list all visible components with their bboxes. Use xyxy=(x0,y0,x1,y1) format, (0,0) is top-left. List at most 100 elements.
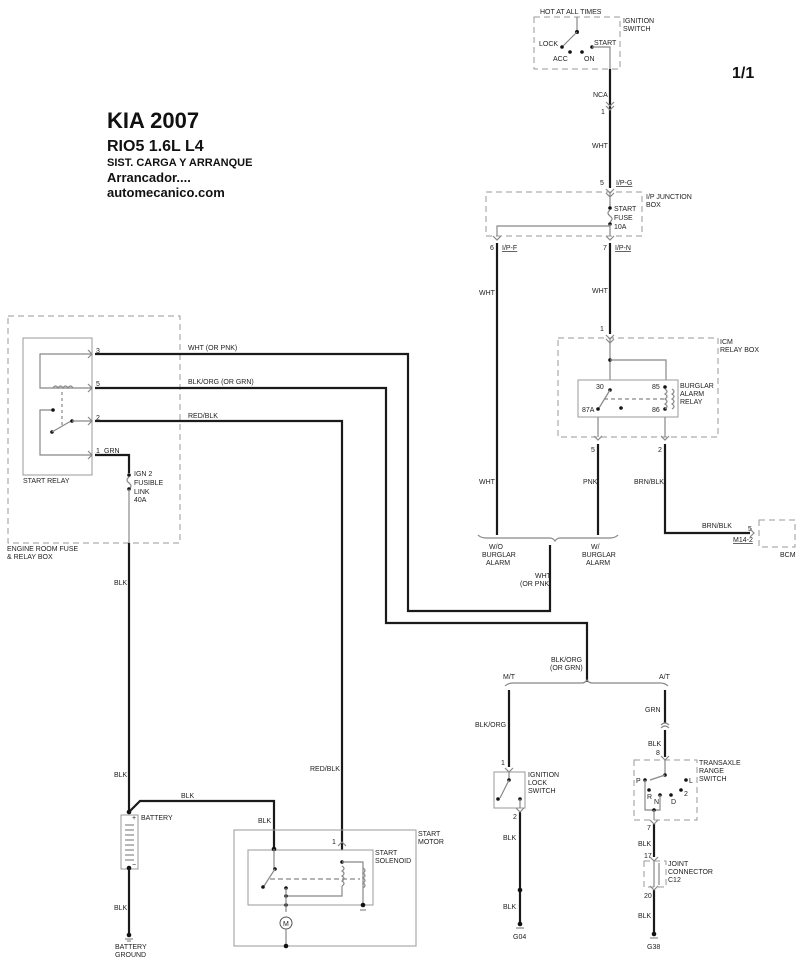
start-fuse-label-2: FUSE xyxy=(614,215,633,222)
wire-wht-left-label-2: WHT xyxy=(479,479,496,486)
ign-pin-1: 1 xyxy=(601,109,605,116)
trs-pos-n: N xyxy=(654,799,659,806)
wire-wht-left-label: WHT xyxy=(479,290,496,297)
trs-label-2: RANGE xyxy=(699,768,724,775)
wire-wht-label: WHT xyxy=(592,143,609,150)
pos-on: ON xyxy=(584,56,595,63)
ipj-pin-6: 6 xyxy=(490,245,494,252)
engine-room-box-outline xyxy=(7,315,181,544)
wire-wht-or-pnk xyxy=(95,352,552,613)
ground-g38-label: G38 xyxy=(647,944,660,951)
solenoid-label-1: START xyxy=(375,850,398,857)
option-brace-alarm xyxy=(477,534,619,543)
ground-g04-label: G04 xyxy=(513,934,526,941)
trs-pin-7: 7 xyxy=(647,825,651,832)
wire-blk-trs-label: BLK xyxy=(638,841,652,848)
trs-pos-2: 2 xyxy=(684,791,688,798)
wire-grn-at-label: GRN xyxy=(645,707,661,714)
battery: + − BATTERY xyxy=(120,809,173,871)
wire-blk-label-5: BLK xyxy=(258,818,272,825)
joint-label-3: C12 xyxy=(668,877,681,884)
ground-g04-icon xyxy=(517,921,523,927)
title-make-year: KIA 2007 xyxy=(107,108,199,133)
wire-brn-blk-label: BRN/BLK xyxy=(634,479,664,486)
ipj-pin-5: 5 xyxy=(600,180,604,187)
icm-pin-1: 1 xyxy=(600,326,604,333)
page-number: 1/1 xyxy=(732,65,754,82)
title-site: automecanico.com xyxy=(107,185,225,200)
icm-relay-box: ICM RELAY BOX 30 85 87A 86 BURGLAR ALARM… xyxy=(557,337,759,438)
bar-label-2: ALARM xyxy=(680,391,704,398)
joint-label-1: JOINT xyxy=(668,861,689,868)
wo-alarm-1: W/O xyxy=(489,544,504,551)
ignition-switch-label-1: IGNITION xyxy=(623,18,654,25)
ignition-switch: HOT AT ALL TIMES IGNITION SWITCH LOCK AC… xyxy=(533,9,654,70)
ipj-conn-ipg: I/P-G xyxy=(616,180,632,187)
start-relay xyxy=(22,337,93,476)
title-system: SIST. CARGA Y ARRANQUE xyxy=(107,157,252,169)
wire-red-blk xyxy=(95,419,344,850)
ip-junction-box: I/P JUNCTION BOX START FUSE 10A xyxy=(485,191,692,237)
joint-connector-c12: JOINT CONNECTOR C12 xyxy=(643,860,713,888)
wire-brn-blk-h-label: BRN/BLK xyxy=(702,523,732,530)
start-fuse-label-3: 10A xyxy=(614,224,627,231)
lock-label-3: SWITCH xyxy=(528,788,556,795)
mt-label: M/T xyxy=(503,674,516,681)
wire-pnk-label: PNK xyxy=(583,479,598,486)
bcm-conn: M14-2 xyxy=(733,537,753,544)
wire-blk-label-4: BLK xyxy=(181,793,195,800)
ipj-label-2: BOX xyxy=(646,202,661,209)
relay-pin-1: 1 xyxy=(96,448,100,455)
relay-pin-1-wire: GRN xyxy=(104,448,120,455)
lock-label-1: IGNITION xyxy=(528,772,559,779)
engine-room-fuse-relay-box: ENGINE ROOM FUSE & RELAY BOX START RELAY… xyxy=(7,315,181,561)
wire-red-blk-label: RED/BLK xyxy=(310,766,340,773)
wire-blk-label-1: BLK xyxy=(114,580,128,587)
wire-brn-blk xyxy=(663,444,750,535)
wire-blk-label-2: BLK xyxy=(114,772,128,779)
bar-label-3: RELAY xyxy=(680,399,703,406)
bar-label-1: BURGLAR xyxy=(680,383,714,390)
icm-pin-2: 2 xyxy=(658,447,662,454)
start-motor-label-2: MOTOR xyxy=(418,839,444,846)
relay-pin-3: 3 xyxy=(96,348,100,355)
lock-label-2: LOCK xyxy=(528,780,547,787)
trs-pos-p: P xyxy=(636,778,641,785)
ipj-label-1: I/P JUNCTION xyxy=(646,194,692,201)
wo-alarm-3: ALARM xyxy=(486,560,510,567)
joint-pin-20: 20 xyxy=(644,893,652,900)
wht-or-pnk-2: (OR PNK) xyxy=(520,581,552,588)
joint-connector-box xyxy=(643,860,667,888)
ignition-switch-label-2: SWITCH xyxy=(623,26,651,33)
wire-grn xyxy=(95,453,131,473)
term-87a: 87A xyxy=(582,407,595,414)
joint-label-2: CONNECTOR xyxy=(668,869,713,876)
w-alarm-1: W/ xyxy=(591,544,600,551)
battery-label: BATTERY xyxy=(141,815,173,822)
title-component: Arrancador.... xyxy=(107,170,191,185)
wire-blk-g38-label: BLK xyxy=(638,913,652,920)
option-brace-trans xyxy=(504,678,669,687)
fusible-link-icon xyxy=(126,476,132,490)
battery-ground-label-2: GROUND xyxy=(115,952,146,959)
start-motor: START MOTOR 1 START SOLENOID M xyxy=(233,829,444,949)
trs-pos-d: D xyxy=(671,799,676,806)
wire-blk-label-3: BLK xyxy=(114,905,128,912)
trs-pos-l: L xyxy=(689,778,693,785)
joint-pin-17: 17 xyxy=(644,853,652,860)
bcm-label: BCM xyxy=(780,552,796,559)
wire-relay2-label: RED/BLK xyxy=(188,413,218,420)
burglar-alarm-relay xyxy=(577,379,679,418)
lock-pin-2: 2 xyxy=(513,814,517,821)
icm-relay-box-outline xyxy=(557,337,719,438)
fusible-link-label-3: LINK xyxy=(134,489,150,496)
ipj-conn-ipn: I/P-N xyxy=(615,245,631,252)
wire-wht-icm-label: WHT xyxy=(592,288,609,295)
start-motor-pin-1: 1 xyxy=(332,839,336,846)
engine-room-label-2: & RELAY BOX xyxy=(7,554,53,561)
wire-relay5-label: BLK/ORG (OR GRN) xyxy=(188,379,254,386)
term-86: 86 xyxy=(652,407,660,414)
blkorg-or-grn-1: BLK/ORG xyxy=(551,657,582,664)
at-label: A/T xyxy=(659,674,671,681)
